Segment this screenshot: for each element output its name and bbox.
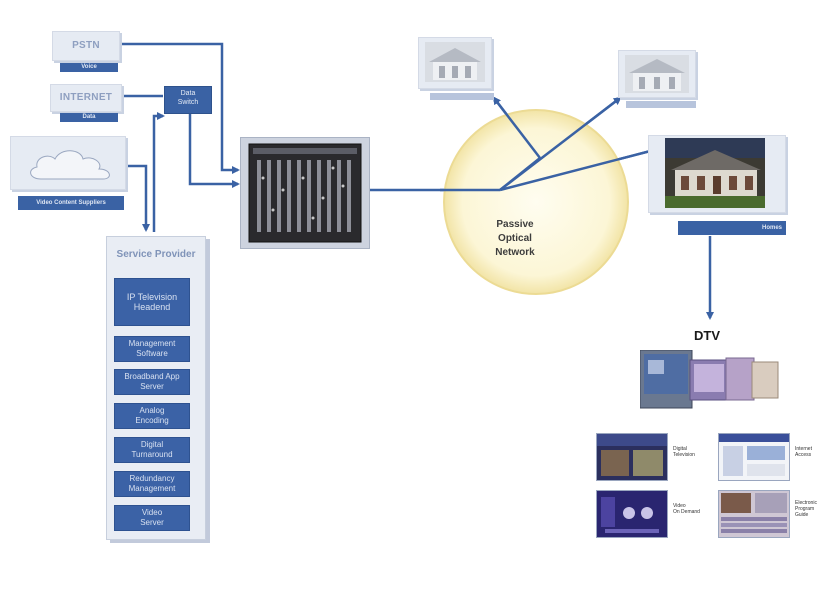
- sp-item-line: Management: [128, 484, 176, 493]
- video-on-demand-icon: [601, 497, 659, 533]
- homes-label: Homes: [761, 225, 782, 231]
- program-guide-icon: [721, 493, 787, 533]
- data-switch-line2: Switch: [177, 99, 199, 106]
- data-switch-line1: Data: [180, 90, 196, 97]
- house-icon: [625, 55, 689, 93]
- video-suppliers-source: [10, 136, 126, 190]
- sp-item-line: Encoding: [135, 416, 169, 425]
- olt-equipment: [240, 137, 370, 249]
- sp-item-line: Server: [140, 382, 164, 391]
- pstn-voice-bar: Voice: [60, 63, 118, 72]
- thumb-digital-television: [596, 433, 668, 481]
- sp-item-line: Broadband App: [124, 372, 180, 381]
- sp-item-line: Server: [140, 518, 164, 527]
- svc-label-line: Digital: [673, 446, 687, 452]
- house-icon: [425, 42, 485, 82]
- sp-item-line: IP Television: [126, 292, 178, 302]
- dtv-label: DTV: [694, 328, 720, 343]
- split-to-house-1-top: [492, 96, 541, 159]
- house-2: [618, 50, 696, 98]
- sp-item-line: Software: [136, 349, 168, 358]
- house-1-bar: [430, 93, 494, 100]
- cloud-icon: [30, 150, 110, 180]
- switch-connector: [188, 114, 240, 188]
- svc-label-line: Internet: [795, 446, 812, 452]
- internet-source: INTERNET: [50, 84, 122, 112]
- svc-label-digital-television: Digital Television: [673, 446, 713, 458]
- svc-label-line: Video: [673, 503, 686, 509]
- house-2-bar: [626, 101, 696, 108]
- house-photo-icon: [665, 138, 765, 208]
- thumb-electronic-program-guide: [718, 490, 790, 538]
- split-to-house-3-top: [499, 145, 664, 192]
- sp-to-switch-connector: [152, 112, 165, 232]
- svc-label-electronic-program-guide: Electronic Program Guide: [795, 500, 835, 518]
- pstn-label: PSTN: [72, 40, 100, 51]
- sp-item-line: Video: [141, 508, 163, 517]
- olt-rack-icon: [248, 143, 362, 243]
- internet-label: INTERNET: [59, 92, 113, 103]
- sp-item-line: Turnaround: [131, 450, 173, 459]
- house-1: [418, 37, 492, 89]
- pon-circle: [443, 109, 629, 295]
- homes-bar: Homes: [678, 221, 786, 235]
- svc-label-line: Electronic: [795, 500, 817, 506]
- sp-item-line: Redundancy: [129, 474, 175, 483]
- svc-label-line: Access: [795, 452, 812, 458]
- service-provider-title: Service Provider: [116, 249, 196, 260]
- tv-screens-icon: [640, 350, 779, 409]
- sp-item-line: Analog: [139, 406, 165, 415]
- thumb-video-on-demand: [596, 490, 668, 538]
- svc-label-video-on-demand: Video On Demand: [673, 503, 713, 515]
- pon-label-line: Passive: [496, 219, 534, 230]
- svc-label-internet-access: Internet Access: [795, 446, 835, 458]
- data-switch: Data Switch: [164, 86, 212, 114]
- thumb-internet-access: [718, 433, 790, 481]
- video-suppliers-bar: Video Content Suppliers: [18, 196, 124, 210]
- sp-item-line: Management: [128, 339, 176, 348]
- svc-label-line: Guide: [795, 512, 809, 518]
- svc-label-line: Television: [673, 452, 695, 458]
- internet-data-bar: Data: [60, 113, 118, 122]
- pon-label: Passive Optical Network: [470, 218, 560, 260]
- sp-item-line: Headend: [133, 302, 171, 312]
- pstn-connector: [120, 42, 240, 174]
- sp-item-line: Digital: [140, 440, 164, 449]
- pon-label-line: Optical: [498, 233, 532, 244]
- video-connector: [126, 164, 150, 232]
- split-to-house-2-top: [499, 96, 622, 191]
- svc-label-line: On Demand: [673, 509, 700, 515]
- house-main: [648, 135, 786, 213]
- pstn-source: PSTN: [52, 31, 120, 61]
- internet-access-icon: [719, 434, 789, 476]
- svc-label-line: Program: [795, 506, 815, 512]
- pon-label-line: Network: [495, 247, 535, 258]
- digital-tv-icon: [597, 434, 667, 476]
